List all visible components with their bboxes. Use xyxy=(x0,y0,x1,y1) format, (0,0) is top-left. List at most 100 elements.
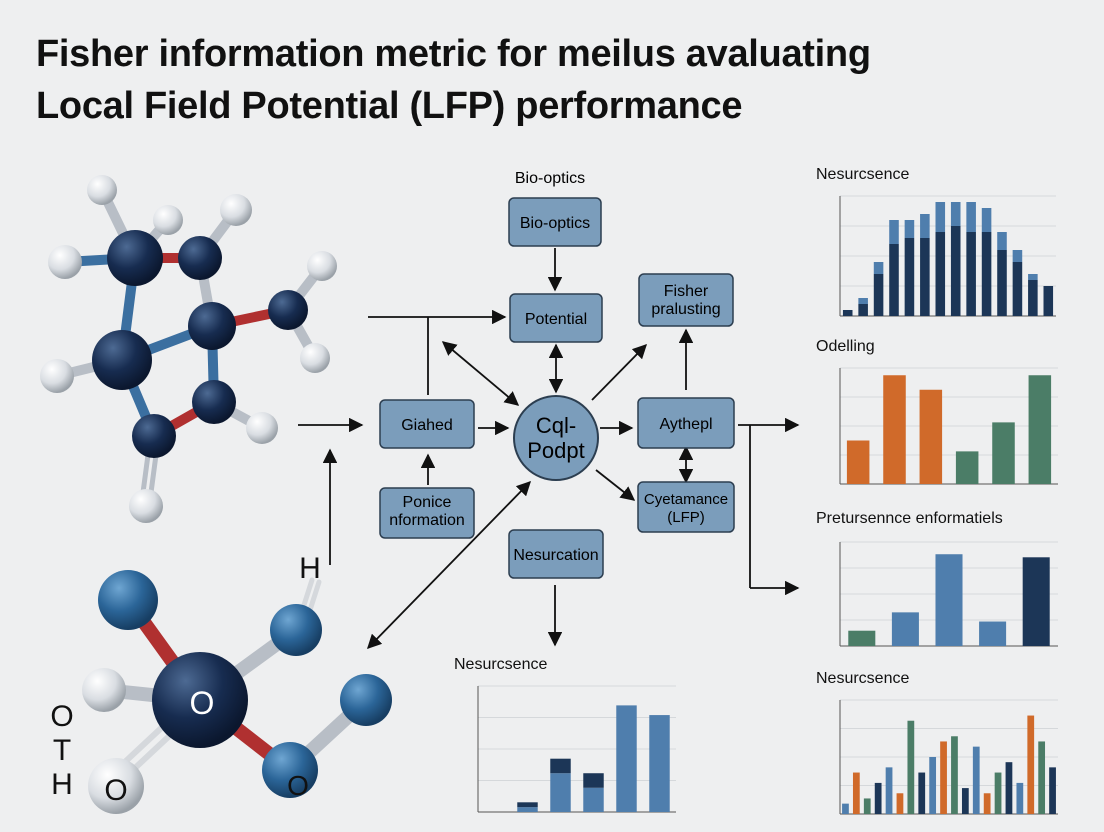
bar xyxy=(616,705,637,812)
bar xyxy=(649,715,670,812)
title-line-1: Fisher information metric for meilus ava… xyxy=(36,33,871,75)
bar-segment xyxy=(583,773,604,788)
atom-label-o-bottom-right: O xyxy=(287,770,309,801)
node-aythepl-label: Aythepl xyxy=(659,416,712,433)
bar-segment xyxy=(904,220,915,238)
bar xyxy=(935,554,963,646)
bar-segment xyxy=(550,758,571,774)
node-cyetamance-line2: (LFP) xyxy=(667,509,705,526)
bar xyxy=(889,244,899,316)
bar xyxy=(1028,375,1052,484)
chart-panel-3: Pretursennce enformatiels xyxy=(816,510,1066,660)
bar xyxy=(842,310,853,316)
node-nesurcation-label: Nesurcation xyxy=(513,547,598,564)
node-potential: Potential xyxy=(509,293,603,343)
molecule-upper xyxy=(40,175,337,523)
chart-3 xyxy=(839,541,1058,647)
node-ponice-line1: Ponice xyxy=(403,494,452,511)
bar xyxy=(918,772,926,814)
bar xyxy=(950,226,961,316)
atom-label-o-bottom-left: O xyxy=(104,774,127,807)
page-title: Fisher information metric for meilus ava… xyxy=(36,28,1076,132)
bar xyxy=(858,304,868,316)
bar-segment xyxy=(981,208,992,232)
bar xyxy=(1027,715,1035,814)
node-center-line1: Cql- xyxy=(536,413,576,438)
node-cyetamance: Cyetamance (LFP) xyxy=(637,481,735,533)
node-ponice-line2: nformation xyxy=(389,512,465,529)
bar-segment xyxy=(920,214,930,238)
flow-arrows xyxy=(298,248,800,650)
bar-segment xyxy=(950,202,961,226)
node-nesurcation: Nesurcation xyxy=(508,529,604,579)
bar xyxy=(992,422,1015,484)
atom-label-o-center: O xyxy=(190,685,215,721)
node-cyetamance-line1: Cyetamance xyxy=(644,491,728,508)
side-label-o: O xyxy=(50,700,73,733)
node-bio-optics: Bio-optics xyxy=(508,197,602,247)
chart-title-1: Nesurcsence xyxy=(816,166,910,183)
bar-segment xyxy=(1012,250,1023,262)
bar xyxy=(997,250,1007,316)
bar-segment xyxy=(1028,274,1038,280)
chart-1 xyxy=(839,195,1056,317)
bar xyxy=(951,736,958,814)
bar xyxy=(873,274,884,316)
bar xyxy=(961,788,969,814)
bar xyxy=(1038,741,1046,814)
bar xyxy=(966,232,976,316)
chart-2 xyxy=(839,367,1058,485)
bar xyxy=(863,798,871,814)
bar xyxy=(883,375,906,484)
chart-panel-4: Nesurcsence xyxy=(454,656,754,826)
bar xyxy=(983,793,991,814)
side-label-h: H xyxy=(51,768,73,801)
chart-panel-2: Odelling xyxy=(816,338,1066,498)
bar xyxy=(994,772,1002,814)
bar xyxy=(981,232,992,316)
bar xyxy=(1022,557,1050,646)
chart-title-2: Odelling xyxy=(816,338,875,355)
chart-title-3: Pretursennce enformatiels xyxy=(816,510,1003,527)
bar xyxy=(583,787,604,812)
bar xyxy=(920,238,930,316)
chart-panel-1: Nesurcsence xyxy=(816,166,1064,328)
chart-title-5: Nesurcsence xyxy=(816,670,910,687)
bar xyxy=(1028,280,1038,316)
bar-segment xyxy=(889,220,899,244)
bar xyxy=(852,772,860,814)
bar xyxy=(848,630,876,646)
bar xyxy=(1016,782,1024,814)
bar xyxy=(972,746,980,814)
node-potential-label: Potential xyxy=(525,311,587,328)
bar-segment xyxy=(873,262,884,274)
bar-segment xyxy=(935,202,946,232)
bar xyxy=(979,621,1007,646)
chart-title-4: Nesurcsence xyxy=(454,656,548,673)
atom-label-h: H xyxy=(299,552,321,585)
chart-4 xyxy=(477,685,676,813)
bar xyxy=(550,773,571,812)
bar xyxy=(1049,767,1056,814)
bar xyxy=(929,757,937,814)
node-center: Cql- Podpt xyxy=(513,395,599,481)
node-giahed-label: Giahed xyxy=(401,417,453,434)
side-label-t: T xyxy=(53,734,71,767)
flowchart-header: Bio-optics xyxy=(515,170,585,187)
node-bio-optics-label: Bio-optics xyxy=(520,215,590,232)
bar xyxy=(904,238,915,316)
node-aythepl: Aythepl xyxy=(637,397,735,449)
bar xyxy=(907,720,915,814)
bar-segment xyxy=(997,232,1007,250)
bar xyxy=(896,793,904,814)
bar xyxy=(940,741,947,814)
bar xyxy=(517,807,538,812)
node-ponice: Ponice nformation xyxy=(379,487,475,539)
node-fisher-line2: pralusting xyxy=(651,301,720,318)
molecule-lower: H O O O O T H xyxy=(50,552,392,814)
bar xyxy=(955,451,979,484)
bar-segment xyxy=(858,298,868,304)
bar xyxy=(935,232,946,316)
